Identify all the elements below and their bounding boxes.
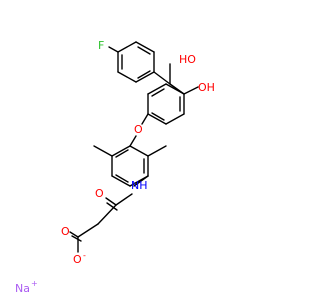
bond: [111, 175, 131, 187]
bond: [147, 145, 167, 157]
bond: [115, 193, 133, 206]
bond: [183, 86, 199, 95]
structure-diagram: F HO OH O NH O O O - Na +: [15, 39, 215, 295]
carboxylate-charge-label: -: [83, 251, 86, 260]
bond: [165, 113, 185, 125]
sodium-label: Na: [15, 282, 30, 295]
bond: [97, 204, 117, 225]
bond: [106, 202, 118, 211]
bond: [141, 113, 149, 125]
bond: [105, 197, 117, 206]
bond: [115, 149, 129, 158]
bond: [108, 46, 119, 53]
bond: [153, 71, 171, 85]
bond: [137, 70, 151, 79]
bond: [77, 223, 99, 238]
bonds: [69, 41, 199, 253]
bond: [111, 145, 131, 157]
bond: [71, 235, 82, 242]
fluorine-label: F: [98, 39, 104, 52]
bond: [135, 71, 155, 83]
bond: [137, 46, 151, 55]
bond: [165, 83, 185, 95]
bond: [133, 175, 149, 187]
bond: [135, 41, 155, 53]
sodium-charge-label: +: [31, 279, 38, 288]
hydroxyl-benzylic-label: HO: [179, 53, 196, 66]
amide-oxygen-label: O: [95, 187, 104, 200]
hydroxyl-phenol-label: OH: [198, 81, 215, 94]
bond: [129, 145, 149, 157]
atom-labels: F HO OH O NH O O O - Na +: [15, 39, 215, 295]
bond: [117, 41, 137, 53]
amide-nh-label: NH: [131, 179, 148, 192]
ether-oxygen-label: O: [134, 123, 143, 136]
bond: [151, 112, 165, 121]
carboxylate-oxygen-label: O: [61, 225, 70, 238]
bond: [147, 83, 167, 95]
bond: [129, 135, 137, 147]
bond: [147, 113, 167, 125]
bond: [151, 88, 165, 97]
bond: [93, 145, 113, 157]
bond: [117, 71, 137, 83]
bond: [115, 174, 129, 183]
carboxylate-oxygen-charged-label: O: [73, 253, 82, 266]
bond: [69, 231, 79, 238]
